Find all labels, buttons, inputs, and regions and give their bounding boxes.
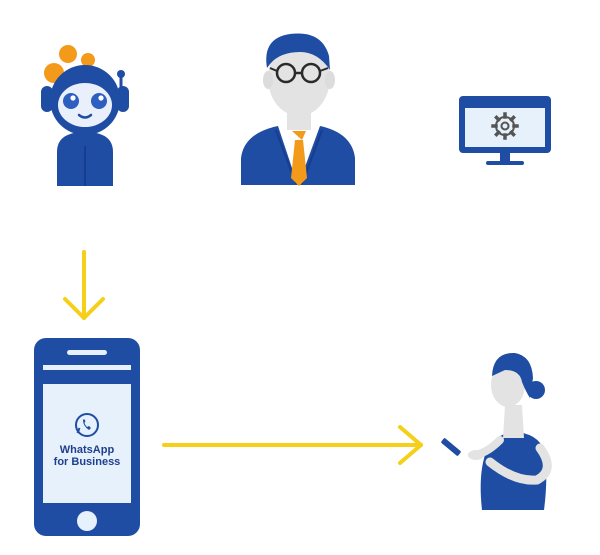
arrow-down: [63, 250, 105, 320]
phone-app-label: WhatsApp for Business: [42, 444, 132, 468]
app-name-line-1: WhatsApp: [59, 444, 115, 456]
app-name-line-2: for Business: [53, 456, 121, 468]
arrow-right: [162, 425, 423, 465]
businessman-icon: [241, 33, 355, 186]
robot-icon: [41, 45, 129, 186]
computer-settings-icon: [459, 96, 551, 165]
whatsapp-icon: [75, 413, 99, 437]
woman-with-phone-icon: [441, 352, 552, 510]
phone-whatsapp-icon: [34, 338, 140, 536]
gear-icon: [491, 112, 519, 140]
